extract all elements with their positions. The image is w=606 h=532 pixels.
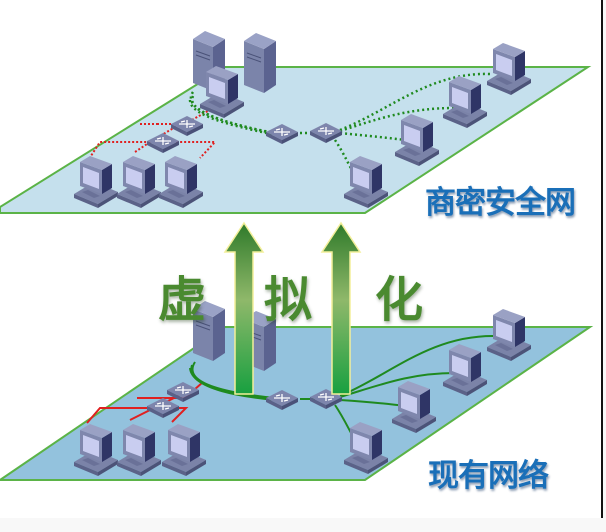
up-arrow-icon <box>320 221 362 395</box>
virtualization-char-2: 拟 <box>264 272 313 328</box>
diagram-canvas: 商密安全网 现有网络 虚 拟 化 <box>0 30 594 494</box>
virtualization-char-1: 虚 <box>158 272 207 328</box>
server-icon <box>243 32 277 94</box>
secure-network-label: 商密安全网 <box>425 185 576 221</box>
virtualization-arrows <box>223 221 362 395</box>
bottom-secure-links <box>189 334 496 441</box>
up-arrow-icon <box>223 221 265 395</box>
frame-edge <box>601 0 603 518</box>
top-layer <box>0 30 592 214</box>
bottom-layer <box>0 300 594 481</box>
existing-network-label: 现有网络 <box>428 458 549 494</box>
network-diagram <box>0 30 594 481</box>
top-secure-links <box>188 72 491 176</box>
virtualization-char-3: 化 <box>375 272 424 328</box>
